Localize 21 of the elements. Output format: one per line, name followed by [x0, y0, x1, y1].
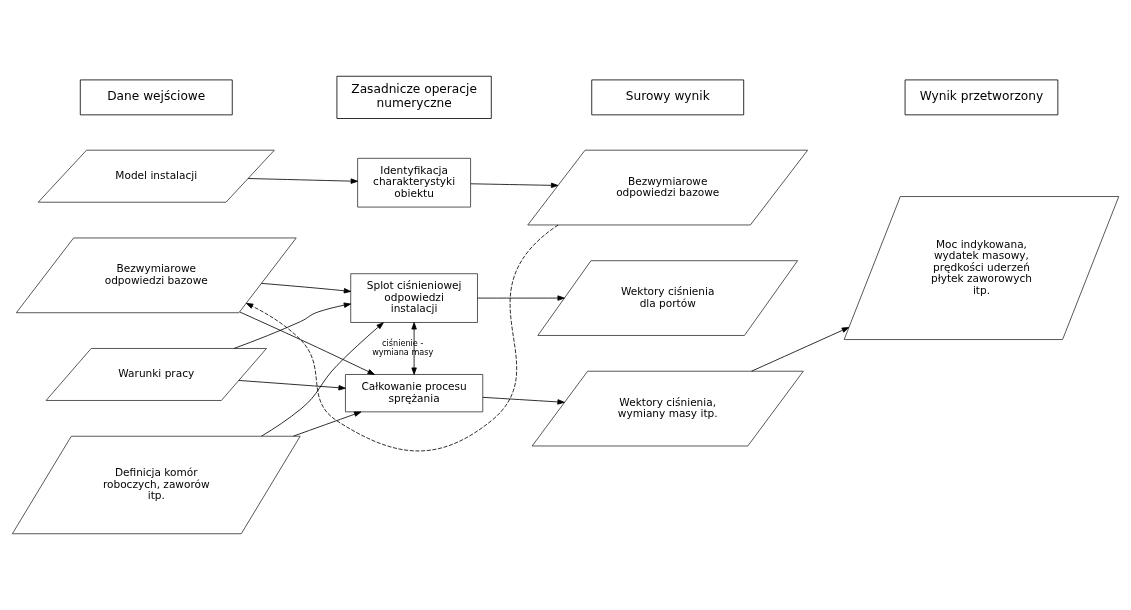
node-box: Dane wejściowe — [79, 79, 233, 116]
node-box: Zasadnicze operacje numeryczne — [336, 75, 492, 119]
node-box: Identyfikacja charakterystyki obiektu — [357, 157, 471, 208]
arrow — [247, 178, 358, 184]
node-box: Surowy wynik — [591, 79, 745, 116]
arrow — [261, 322, 384, 437]
arrow — [470, 182, 559, 189]
arrow — [261, 282, 352, 294]
arrow — [239, 311, 375, 375]
arrow — [751, 327, 850, 372]
arrow — [245, 224, 559, 452]
node-box: Splot ciśnieniowej odpowiedzi instalacji — [350, 273, 478, 323]
edge-label: ciśnienie - wymiana masy — [372, 338, 434, 357]
arrow — [238, 380, 346, 391]
arrow — [293, 411, 362, 437]
node-box: Wynik przetworzony — [904, 79, 1059, 116]
arrow — [477, 295, 565, 301]
arrow — [411, 322, 417, 375]
arrow — [482, 396, 565, 405]
arrow — [233, 302, 352, 349]
node-box: Całkowanie procesu sprężania — [345, 374, 484, 413]
